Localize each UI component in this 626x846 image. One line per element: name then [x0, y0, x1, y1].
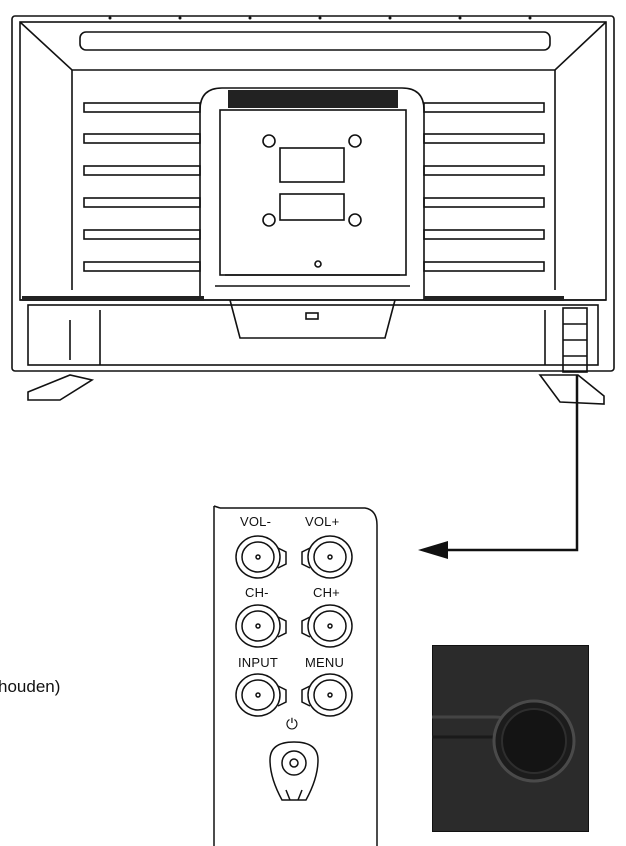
input-label: INPUT [238, 655, 278, 670]
menu-button-shape [301, 673, 353, 717]
power-button-shape [269, 741, 319, 801]
tv-rear-view [11, 15, 615, 405]
vol-plus-label: VOL+ [305, 514, 340, 529]
input-button-shape [235, 673, 287, 717]
side-text: houden) [0, 677, 61, 696]
power-icon: ⏻ [286, 716, 298, 733]
vol-minus-label: VOL- [240, 514, 272, 529]
ch-minus-button-shape [235, 604, 287, 648]
menu-label: MENU [305, 655, 345, 670]
ch-plus-label: CH+ [313, 585, 340, 600]
vol-plus-button-shape [301, 535, 353, 579]
ch-minus-label: CH- [245, 585, 269, 600]
button-photo [432, 645, 589, 832]
vol-minus-button-shape [235, 535, 287, 579]
ch-plus-button-shape [301, 604, 353, 648]
